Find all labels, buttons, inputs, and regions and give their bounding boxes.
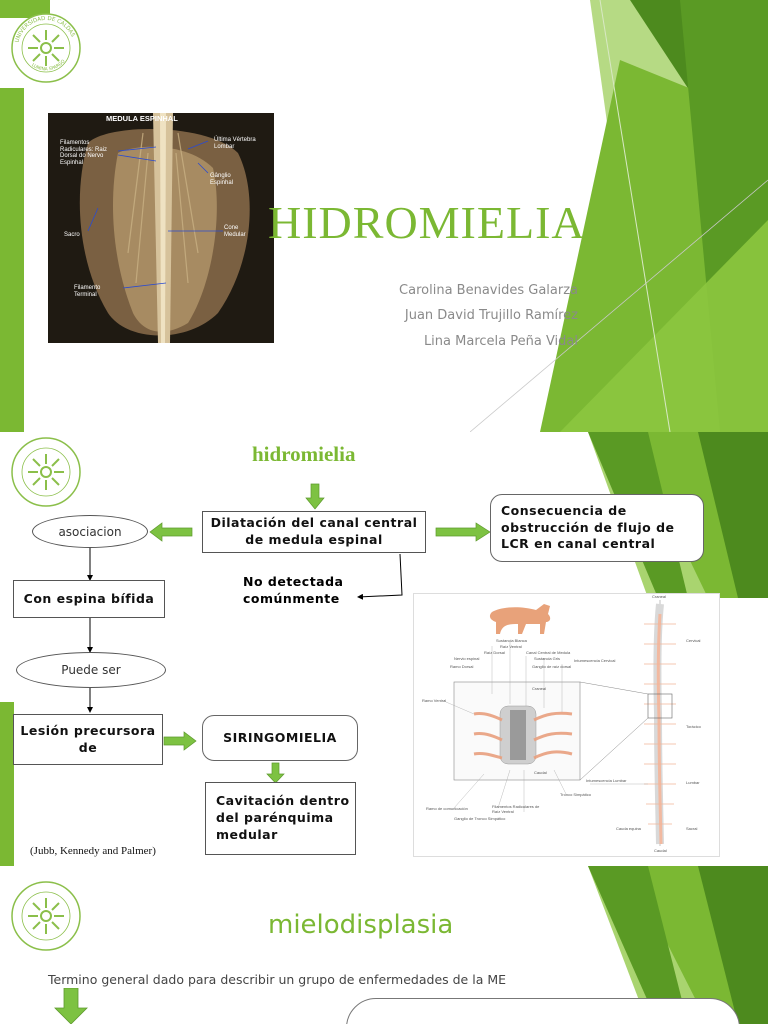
diagram-label-raiz-ventral: Raíz Ventral [500,644,522,649]
left-accent-band [0,88,24,432]
arrow-down-icon [54,988,88,1024]
diagram-label-filamentos: Filamentos Radiculares de Raíz Ventral [492,804,540,814]
diagram-label-ramo-ventral: Ramo Ventral [422,698,447,703]
diagram-label-nervio: Nervio espinal [454,656,480,661]
photo-label-sacro: Sacro [64,232,80,238]
photo-label-filamentos: Filamentos Radiculares: Raiz Dorsal do N… [60,140,108,166]
box-siringomielia: SIRINGOMIELIA [202,715,358,761]
slide-title-text: HIDROMIELIA [268,197,586,248]
university-logo-icon [11,881,81,951]
corner-accent [0,0,50,18]
box-espina-bifida: Con espina bífida [13,580,165,618]
citation: (Jubb, Kennedy and Palmer) [30,845,156,857]
flow-arrows [87,483,491,784]
box-lesion: Lesión precursora de [13,714,163,765]
diagram-label-ganglio: Ganglio de raíz dorsal [532,664,572,669]
photo-label-filamento: Filamento Terminal [74,285,101,298]
diagram-label-toracico: Torácico [686,724,701,729]
diagram-label-craneal: Craneal [652,594,667,599]
diagram-label-troncos: Tronco Simpático [560,792,591,797]
photo-header: MEDULA ESPINHAL [106,114,178,123]
text-no-detectada: No detectada comúnmente [243,574,344,606]
university-logo-icon: UNIVERSIDAD DE CALDAS LUMINA SPARGO [11,13,81,83]
box-consecuencia: Consecuencia de obstrucción de flujo de … [490,494,704,562]
diagram-label-cauda: Cauda equina [616,826,641,831]
slide-title: UNIVERSIDAD DE CALDAS LUMINA SPARGO MEDU… [0,0,768,432]
diagram-label-intumescencia-lumb: Intumescencia Lumbar [586,778,627,783]
photo-label-ganglio: Gânglio Espinhal [210,173,234,186]
green-decoration [470,0,768,432]
diagram-label-intumescencia-cerv: Intumescencia Cervical [574,658,616,663]
diagram-label-caudal-box: Caudal [534,770,547,775]
diagram-label-caudal: Caudal [654,848,667,853]
diagram-label-raiz-dorsal: Raíz Dorsal [484,650,505,655]
arrow-down-icon [305,483,325,510]
diagram-label-lumbar: Lumbar [686,780,700,785]
diagram-label-sacral: Sacral [686,826,698,831]
content-box [346,998,740,1024]
oval-asociacion: asociacion [32,515,148,548]
author-3: Lina Marcela Peña Vidal [423,334,578,349]
slide-description: Termino general dado para describir un g… [48,972,507,987]
box-dilatacion: Dilatación del canal central de medula e… [202,511,426,553]
diagram-label-ganglio-tronco: Ganglio de Tronco Simpático [454,816,506,821]
diagram-label-craneo-box: Craneal [532,686,547,691]
green-decoration [588,866,768,1024]
spinal-cord-photo: MEDULA ESPINHAL [48,113,274,343]
diagram-label-sustancia-gris: Sustancia Gris [534,656,561,661]
slide-hidromielia: hidromielia Dilatación del canal central… [0,432,768,866]
arrow-down-icon [266,762,285,784]
author-1: Carolina Benavides Galarza [399,283,578,298]
arrow-right-icon [435,522,491,542]
box-cavitacion: Cavitación dentro del parénquima medular [205,782,356,855]
photo-label-ultima: Última Vértebra Lombar [214,137,256,150]
slide-mielodisplasia: mielodisplasia Termino general dado para… [0,866,768,1024]
diagram-label-comunicacion: Ramo de comunicación [426,806,468,811]
left-accent-band [0,702,14,866]
diagram-label-ramo-dorsal: Ramo Dorsal [450,664,474,669]
dog-icon [489,604,551,634]
arrow-right-icon [163,731,197,751]
anatomy-diagram: Craneal Cervical Torácico Lumbar Sacral … [413,593,720,857]
slide-title-text: hidromielia [252,442,356,466]
arrow-left-icon [149,522,193,542]
university-logo-icon [11,437,81,507]
slide-title-text: mielodisplasia [268,910,454,940]
photo-label-cone: Cone Medular [224,225,246,238]
author-2: Juan David Trujillo Ramírez [404,308,578,323]
diagram-label-canal: Canal Central de Medula [526,650,571,655]
diagram-label-sustancia-blanca: Sustancia Blanca [496,638,527,643]
diagram-label-cervical: Cervical [686,638,701,643]
oval-puede-ser: Puede ser [16,652,166,688]
